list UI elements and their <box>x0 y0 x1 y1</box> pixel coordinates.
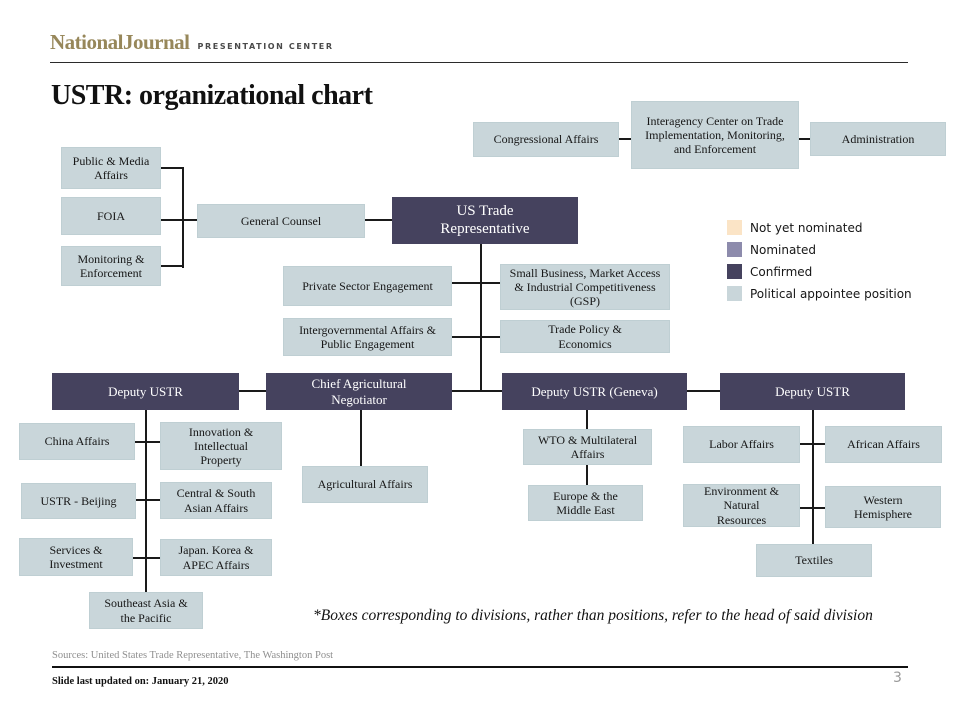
brand-name: NationalJournal <box>50 30 190 54</box>
org-box-southeast-asia: Southeast Asia & the Pacific <box>89 592 203 629</box>
connector-line <box>586 465 588 485</box>
org-box-central-south-asian: Central & South Asian Affairs <box>160 482 272 519</box>
org-box-monitoring-enforcement: Monitoring & Enforcement <box>61 246 161 286</box>
legend-swatch-nominated <box>727 242 742 257</box>
legend-swatch-political-appointee <box>727 286 742 301</box>
org-box-interagency-center: Interagency Center on Trade Implementati… <box>631 101 799 169</box>
org-box-trade-policy-economics: Trade Policy & Economics <box>500 320 670 353</box>
footnote: *Boxes corresponding to divisions, rathe… <box>313 607 873 624</box>
connector-line <box>133 557 160 559</box>
org-box-general-counsel: General Counsel <box>197 204 365 238</box>
connector-line <box>687 390 720 392</box>
org-box-foia: FOIA <box>61 197 161 235</box>
org-box-ustr-beijing: USTR - Beijing <box>21 483 136 519</box>
org-box-innovation-ip: Innovation & Intellectual Property <box>160 422 282 470</box>
sources-text: Sources: United States Trade Representat… <box>52 650 334 661</box>
org-box-labor-affairs: Labor Affairs <box>683 426 800 463</box>
connector-line <box>800 507 825 509</box>
legend-label: Not yet nominated <box>750 220 863 235</box>
org-box-europe-middle-east: Europe & the Middle East <box>528 485 643 521</box>
legend-label: Confirmed <box>750 264 813 279</box>
connector-line <box>799 138 810 140</box>
connector-line <box>360 410 362 466</box>
legend-label: Nominated <box>750 242 817 257</box>
connector-line <box>480 244 482 392</box>
connector-line <box>619 138 631 140</box>
org-box-western-hemisphere: Western Hemisphere <box>825 486 941 528</box>
org-box-small-business: Small Business, Market Access & Industri… <box>500 264 670 310</box>
legend: Not yet nominated Nominated Confirmed Po… <box>727 220 912 308</box>
org-box-public-media-affairs: Public & Media Affairs <box>61 147 161 189</box>
last-updated-text: Slide last updated on: January 21, 2020 <box>52 676 229 687</box>
legend-item: Political appointee position <box>727 286 912 301</box>
connector-line <box>161 265 182 267</box>
header-divider <box>50 62 908 63</box>
connector-line <box>182 167 184 268</box>
org-box-administration: Administration <box>810 122 946 156</box>
footer-divider <box>52 666 908 668</box>
org-box-intergovernmental-affairs: Intergovernmental Affairs & Public Engag… <box>283 318 452 356</box>
page-number: 3 <box>893 670 902 686</box>
connector-line <box>800 443 825 445</box>
org-box-textiles: Textiles <box>756 544 872 577</box>
legend-item: Nominated <box>727 242 912 257</box>
org-box-japan-korea-apec: Japan. Korea & APEC Affairs <box>160 539 272 576</box>
connector-line <box>145 410 147 592</box>
org-box-congressional-affairs: Congressional Affairs <box>473 122 619 157</box>
connector-line <box>161 167 182 169</box>
connector-line <box>135 441 160 443</box>
legend-label: Political appointee position <box>750 286 912 301</box>
org-box-environment-natural-resources: Environment & Natural Resources <box>683 484 800 527</box>
brand-logo: NationalJournal PRESENTATION CENTER <box>50 30 334 55</box>
legend-swatch-not-yet-nominated <box>727 220 742 235</box>
connector-line <box>136 499 160 501</box>
connector-line <box>452 390 502 392</box>
org-box-agricultural-affairs: Agricultural Affairs <box>302 466 428 503</box>
connector-line <box>452 282 500 284</box>
connector-line <box>365 219 392 221</box>
org-box-african-affairs: African Affairs <box>825 426 942 463</box>
org-box-private-sector-engagement: Private Sector Engagement <box>283 266 452 306</box>
connector-line <box>812 410 814 544</box>
connector-line <box>452 336 500 338</box>
connector-line <box>161 219 197 221</box>
org-box-wto-multilateral: WTO & Multilateral Affairs <box>523 429 652 465</box>
brand-suffix: PRESENTATION CENTER <box>197 42 334 51</box>
legend-item: Confirmed <box>727 264 912 279</box>
org-box-china-affairs: China Affairs <box>19 423 135 460</box>
page-title: USTR: organizational chart <box>51 80 373 111</box>
org-box-deputy-ustr-left: Deputy USTR <box>52 373 239 410</box>
connector-line <box>239 390 266 392</box>
org-box-services-investment: Services & Investment <box>19 538 133 576</box>
org-box-deputy-ustr-geneva: Deputy USTR (Geneva) <box>502 373 687 410</box>
legend-swatch-confirmed <box>727 264 742 279</box>
org-box-us-trade-representative: US Trade Representative <box>392 197 578 244</box>
org-box-deputy-ustr-right: Deputy USTR <box>720 373 905 410</box>
org-box-chief-agricultural-negotiator: Chief Agricultural Negotiator <box>266 373 452 410</box>
legend-item: Not yet nominated <box>727 220 912 235</box>
connector-line <box>586 410 588 429</box>
